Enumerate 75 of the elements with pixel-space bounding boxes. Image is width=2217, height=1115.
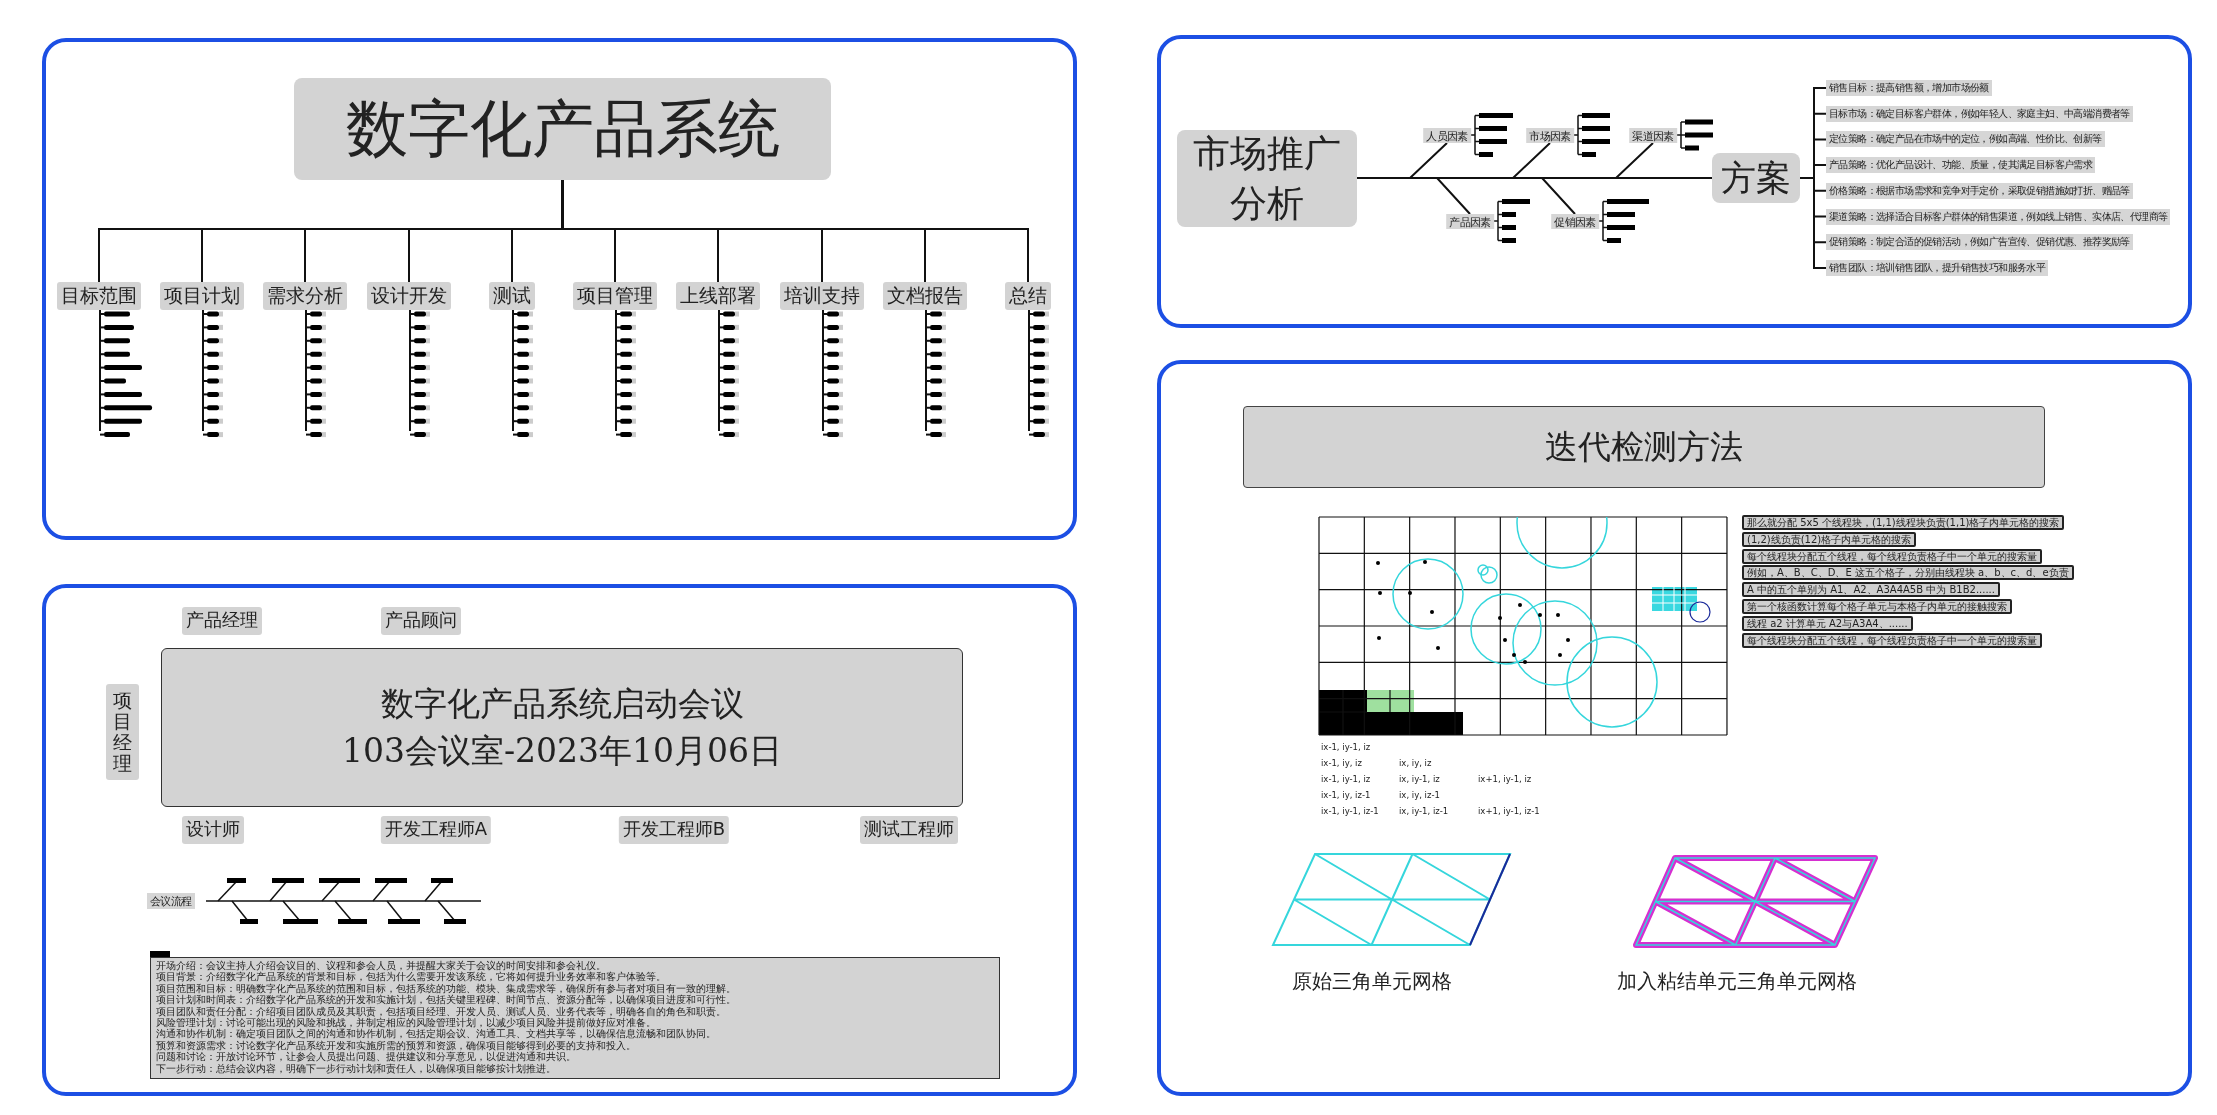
note-line: 开场介绍：会议主持人介绍会议目的、议程和参会人员，并提醒大家关于会议的时间安排和参会礼仪。	[156, 960, 606, 972]
meeting-box	[161, 648, 963, 807]
panel-frame	[42, 38, 1077, 540]
panel-frame	[1157, 360, 2192, 1096]
note-line: 风险管理计划：讨论可能出现的风险和挑战，并制定相应的风险管理计划，以减少项目风险并提前做好应对准备。	[156, 1017, 656, 1029]
note-line: 项目计划和时间表：介绍数字化产品系统的开发和实施计划，包括关键里程碑、时间节点、资源分配等，以确保项目进度和可行性。	[156, 994, 737, 1006]
notes-box	[150, 957, 1000, 1079]
role-label: 项目经理	[106, 684, 139, 780]
plan-item: 价格策略：根据市场需求和竞争对手定价，采取促销措施如打折、赠品等	[1826, 182, 2133, 199]
note-line: 下一步行动：总结会议内容，明确下一步行动计划和责任人，以确保项目能够按计划推进。	[156, 1062, 557, 1075]
factor-topic: 人员因素	[1423, 128, 1471, 143]
role-label: 开发工程师A	[380, 816, 492, 844]
branch-topic: 目标范围	[57, 282, 141, 310]
plan-item: 产品策略：优化产品设计、功能、质量，使其满足目标客户需求	[1826, 157, 2096, 174]
branch-topic: 上线部署	[676, 282, 760, 310]
title-box: 迭代检测方法	[1243, 406, 2045, 488]
branch-topic: 培训支持	[780, 282, 864, 310]
step-note: 那么就分配 5x5 个线程块，(1,1)线程块负责(1,1)格子内单元格的搜索	[1742, 515, 2065, 530]
step-note: (1,2)线负责(12)格子内单元格的搜索	[1742, 531, 1917, 547]
coordinate-text: ix, iy-1, iz-1	[1399, 806, 1449, 816]
step-note: 第一个核函数计算每个格子单元与本格子内单元的接触搜索	[1742, 599, 2012, 614]
connector-line	[1539, 177, 1713, 215]
role-label: 测试工程师	[860, 816, 958, 844]
note-line: 项目背景：介绍数字化产品系统的背景和目标，包括为什么需要开发该系统，它将如何提升业务效率和客户体验等。	[156, 971, 667, 983]
factor-topic: 促销因素	[1551, 214, 1599, 229]
plan-item: 目标市场：确定目标客户群体，例如年轻人、家庭主妇、中高端消费者等	[1826, 105, 2133, 122]
role-label: 产品顾问	[381, 607, 461, 635]
note-line: 沟通和协作机制：确定项目团队之间的沟通和协作机制，包括定期会议、沟通工具、文档共享等，以确保信息流畅和团队协同。	[156, 1028, 717, 1040]
coordinate-text: ix-1, iy, iz	[1321, 758, 1362, 768]
branch-topic: 测试	[489, 282, 535, 310]
coordinate-text: ix-1, iy-1, iz	[1321, 742, 1371, 752]
coordinate-text: ix+1, iy-1, iz	[1478, 774, 1532, 784]
note-line: 项目范围和目标：明确数字化产品系统的范围和目标，包括系统的功能、模块、集成需求等，确保所有参与者对项目有一致的理解。	[156, 982, 737, 995]
coordinate-text: ix-1, iy-1, iz-1	[1321, 806, 1379, 816]
plan-item: 销售目标：提高销售额，增加市场份额	[1826, 80, 1992, 96]
topic-box: 方案	[1712, 153, 1800, 203]
step-note: 例如，A、B、C、D、E 这五个格子，分别由线程块 a、b、c、d、e负责	[1742, 565, 2074, 581]
coordinate-text: ix, iy, iz	[1399, 758, 1432, 768]
branch-topic: 项目计划	[160, 282, 244, 310]
plan-item: 定位策略：确定产品在市场中的定位，例如高端、性价比、创新等	[1826, 131, 2105, 148]
factor-topic: 市场因素	[1526, 128, 1574, 143]
branch-topic: 项目管理	[573, 282, 657, 310]
note-line: 预算和资源需求：讨论数字化产品系统开发和实施所需的预算和资源，确保项目能够得到必要的支持和投入。	[156, 1039, 637, 1052]
mesh-caption: 原始三角单元网格	[1292, 968, 1452, 995]
step-note: 每个线程块分配五个线程，每个线程负责格子中一个单元的搜索量	[1742, 548, 2042, 564]
plan-item: 销售团队：培训销售团队，提升销售技巧和服务水平	[1826, 259, 2049, 276]
role-label: 产品经理	[182, 607, 262, 635]
plan-item: 渠道策略：选择适合目标客户群体的销售渠道，例如线上销售、实体店、代理商等	[1826, 208, 2171, 225]
meeting-title: 数字化产品系统启动会议	[380, 683, 744, 726]
role-label: 开发工程师B	[618, 816, 730, 844]
step-note: 每个线程块分配五个线程，每个线程负责格子中一个单元的搜索量	[1742, 632, 2042, 648]
branch-topic: 需求分析	[263, 282, 347, 310]
factor-topic: 渠道因素	[1629, 128, 1677, 143]
topic-box: 市场推广分析	[1177, 130, 1357, 227]
coordinate-text: ix, iy, iz-1	[1399, 790, 1440, 800]
note-line: 问题和讨论：开放讨论环节，让参会人员提出问题、提供建议和分享意见，以促进沟通和共识。	[156, 1051, 576, 1063]
process-topic: 会议流程	[147, 893, 195, 909]
role-label: 设计师	[182, 816, 244, 844]
coordinate-text: ix-1, iy, iz-1	[1321, 790, 1371, 800]
coordinate-text: ix-1, iy-1, iz	[1321, 774, 1371, 784]
plan-item: 促销策略：制定合适的促销活动，例如广告宣传、促销优惠、推荐奖励等	[1826, 234, 2133, 251]
branch-topic: 文档报告	[883, 282, 967, 310]
factor-topic: 产品因素	[1446, 214, 1494, 229]
branch-topic: 总结	[1005, 282, 1051, 310]
title-box: 数字化产品系统	[294, 78, 831, 180]
note-line: 项目团队和责任分配：介绍项目团队成员及其职责，包括项目经理、开发人员、测试人员、业务代表等，明确各自的角色和职责。	[156, 1005, 727, 1018]
coordinate-text: ix+1, iy-1, iz-1	[1478, 806, 1540, 816]
panel-frame	[1157, 35, 2192, 328]
mesh-caption: 加入粘结单元三角单元网格	[1617, 968, 1857, 995]
meeting-date: 103会议室-2023年10月06日	[341, 729, 783, 772]
coordinate-text: ix, iy-1, iz	[1399, 774, 1440, 784]
step-note: 线程 a2 计算单元 A2与A3A4、......	[1742, 615, 1913, 631]
branch-topic: 设计开发	[367, 282, 451, 310]
panel-frame	[42, 584, 1077, 1096]
step-note: A 中的五个单别为 A1、A2、A3A4A5B 中为 B1B2......	[1742, 582, 2000, 598]
